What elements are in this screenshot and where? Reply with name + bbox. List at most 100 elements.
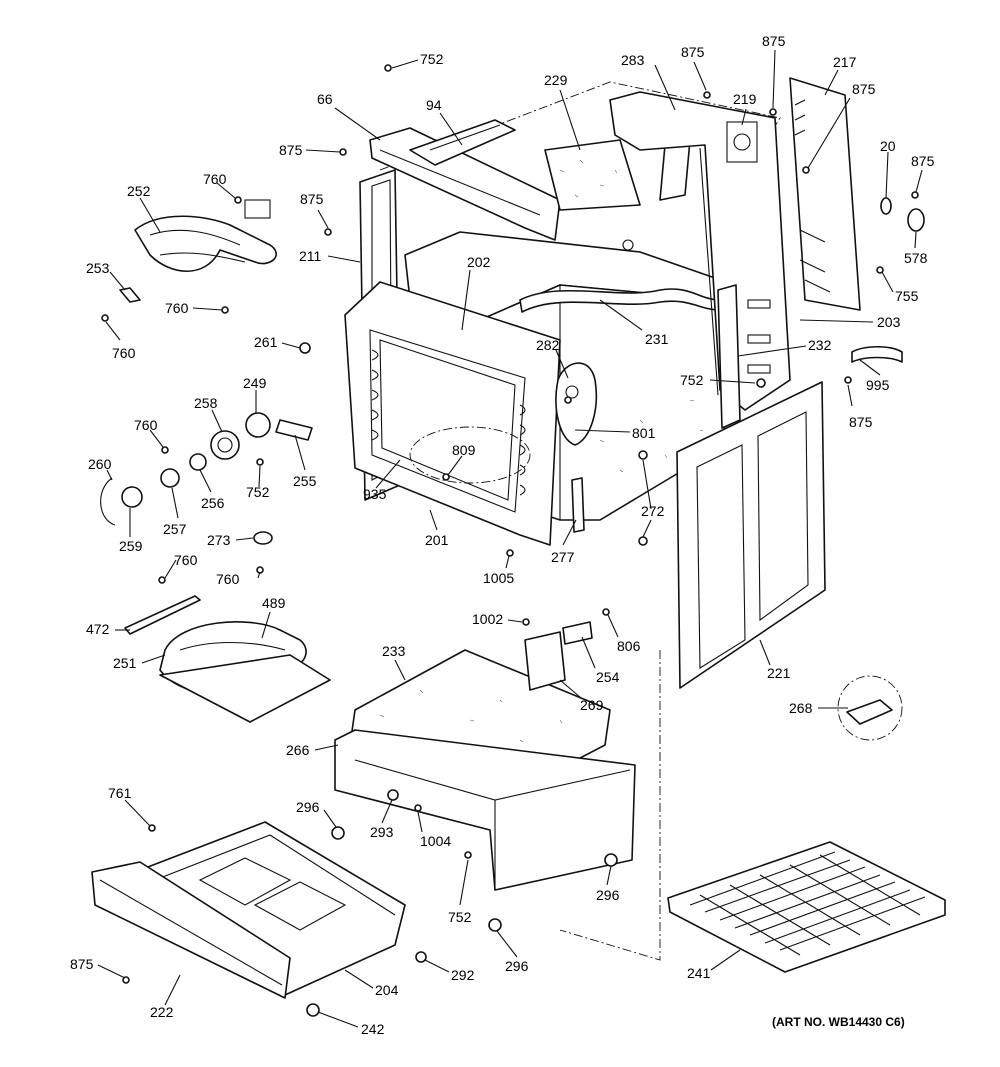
thermostat-sensor (555, 362, 598, 446)
screw (414, 804, 422, 812)
door-latch (562, 621, 593, 645)
label-760: 760 (174, 552, 198, 568)
screw (604, 853, 618, 867)
label-254: 254 (596, 669, 620, 685)
label-204: 204 (375, 982, 399, 998)
label-217: 217 (833, 54, 857, 70)
screw (387, 789, 399, 801)
label-233: 233 (382, 643, 406, 659)
wire-bundle (851, 345, 903, 363)
knob-spring (100, 477, 116, 526)
label-806: 806 (617, 638, 641, 654)
label-752: 752 (420, 51, 444, 67)
label-760: 760 (165, 300, 189, 316)
label-261: 261 (254, 334, 278, 350)
label-296: 296 (596, 887, 620, 903)
part-drawings (91, 64, 946, 1017)
label-761: 761 (108, 785, 132, 801)
screw (844, 376, 852, 384)
label-229: 229 (544, 72, 568, 88)
label-292: 292 (451, 967, 475, 983)
label-875: 875 (70, 956, 94, 972)
knob-bezel (210, 430, 240, 460)
label-273: 273 (207, 532, 231, 548)
label-875: 875 (849, 414, 873, 430)
element-rod (124, 595, 201, 635)
screw (234, 196, 242, 204)
label-20: 20 (880, 138, 896, 154)
label-809: 809 (452, 442, 476, 458)
label-755: 755 (895, 288, 919, 304)
label-875: 875 (762, 33, 786, 49)
screw (602, 608, 610, 616)
latch-detail (846, 699, 893, 725)
screw (101, 314, 109, 322)
label-222: 222 (150, 1004, 174, 1020)
broil-element (134, 215, 277, 273)
label-935: 935 (363, 486, 387, 502)
screw (464, 851, 472, 859)
screw (415, 951, 427, 963)
screw (299, 342, 311, 354)
label-875: 875 (852, 81, 876, 97)
label-760: 760 (203, 171, 227, 187)
label-875: 875 (681, 44, 705, 60)
knob-base (160, 468, 180, 488)
label-1005: 1005 (483, 570, 514, 586)
screw (756, 378, 766, 388)
label-242: 242 (361, 1021, 385, 1037)
screw (384, 64, 392, 72)
label-201: 201 (425, 532, 449, 548)
label-489: 489 (262, 595, 286, 611)
door-stop (253, 531, 273, 545)
top-bracket (409, 119, 516, 166)
art-number: (ART NO. WB14430 C6) (772, 1015, 905, 1029)
screw (161, 446, 169, 454)
label-219: 219 (733, 91, 757, 107)
label-259: 259 (119, 538, 143, 554)
insulation-blanket (409, 426, 531, 484)
label-875: 875 (300, 191, 324, 207)
label-578: 578 (904, 250, 928, 266)
detail-circle (837, 675, 903, 741)
spacer-upper (638, 450, 648, 460)
vent-duct (544, 139, 641, 211)
label-94: 94 (426, 97, 442, 113)
label-875: 875 (911, 153, 935, 169)
label-272: 272 (641, 503, 665, 519)
label-260: 260 (88, 456, 112, 472)
lamp-socket (880, 197, 892, 215)
screw (221, 306, 229, 314)
screw (339, 148, 347, 156)
label-277: 277 (551, 549, 575, 565)
rear-insulation-panel (789, 77, 861, 311)
screw (306, 1003, 320, 1017)
screw (506, 549, 514, 557)
switch-bracket (275, 419, 313, 441)
label-253: 253 (86, 260, 110, 276)
label-760: 760 (112, 345, 136, 361)
label-256: 256 (201, 495, 225, 511)
label-995: 995 (866, 377, 890, 393)
label-293: 293 (370, 824, 394, 840)
label-255: 255 (293, 473, 317, 489)
screw (911, 191, 919, 199)
label-258: 258 (194, 395, 218, 411)
screw (122, 976, 130, 984)
label-752: 752 (448, 909, 472, 925)
broil-bracket (119, 287, 141, 303)
label-472: 472 (86, 621, 110, 637)
label-241: 241 (687, 965, 711, 981)
label-875: 875 (279, 142, 303, 158)
bake-element-shield (159, 654, 331, 723)
label-202: 202 (467, 254, 491, 270)
knob (121, 486, 143, 508)
screw (148, 824, 156, 832)
latch-bracket (524, 631, 566, 691)
screw (488, 918, 502, 932)
spacer-lower (638, 536, 648, 546)
label-231: 231 (645, 331, 669, 347)
label-221: 221 (767, 665, 791, 681)
screw (564, 396, 572, 404)
